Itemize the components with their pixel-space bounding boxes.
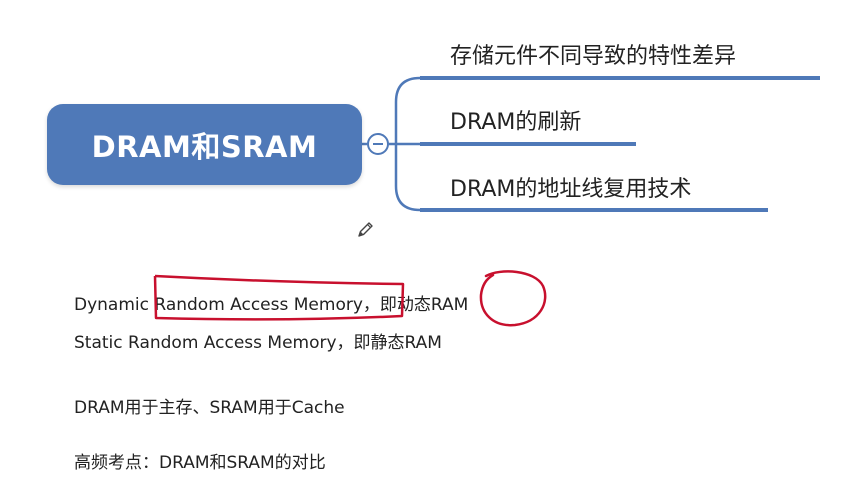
minus-circle-icon (373, 143, 383, 145)
note-exam-focus: 高频考点：DRAM和SRAM的对比 (74, 453, 326, 473)
branch-node-characteristics[interactable]: 存储元件不同导致的特性差异 (450, 44, 737, 69)
note-sram-definition: Static Random Access Memory，即静态RAM (74, 333, 442, 353)
note-usage: DRAM用于主存、SRAM用于Cache (74, 398, 345, 418)
root-node[interactable]: DRAM和SRAM (47, 104, 362, 185)
root-node-label: DRAM和SRAM (91, 129, 318, 164)
note-dram-definition: Dynamic Random Access Memory，即动态RAM (74, 295, 469, 315)
branch-node-address-multiplexing[interactable]: DRAM的地址线复用技术 (450, 177, 692, 202)
pencil-icon (358, 222, 373, 237)
ink-circle-ram (479, 270, 547, 327)
branch-node-refresh[interactable]: DRAM的刷新 (450, 110, 582, 135)
collapse-button[interactable] (367, 133, 389, 155)
